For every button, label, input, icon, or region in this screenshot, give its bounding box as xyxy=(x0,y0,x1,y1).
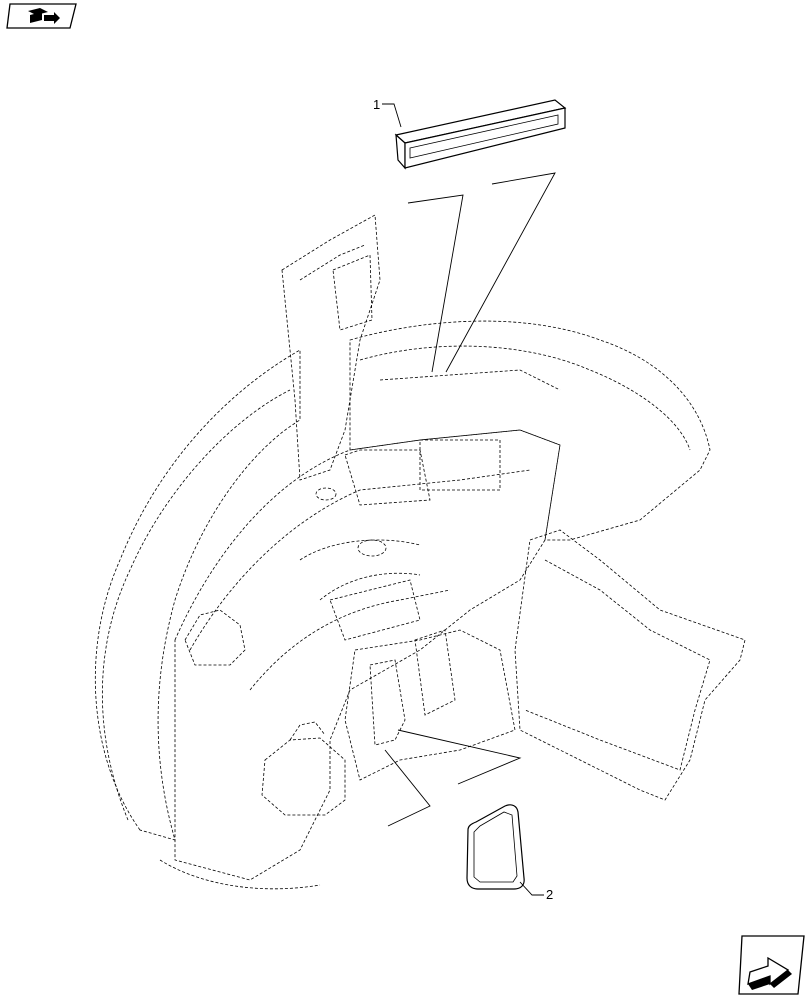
a-pillar xyxy=(281,214,381,481)
right-door-panel xyxy=(514,529,746,801)
lower-centre-panel xyxy=(344,629,516,781)
callout-label-1: 1 xyxy=(373,97,381,112)
upper-right-shell xyxy=(349,320,711,541)
book-arrow-icon xyxy=(6,3,78,29)
front-joystick-boot xyxy=(261,737,346,816)
small-window-opening xyxy=(369,659,406,746)
console-body xyxy=(174,429,561,881)
callout-1-leader xyxy=(382,103,402,128)
left-joystick-boot xyxy=(184,609,246,666)
part-2-seal xyxy=(466,804,525,890)
callout-2-leader xyxy=(519,881,544,896)
part-1-tray xyxy=(394,99,567,170)
left-fender-outline xyxy=(95,349,301,841)
callout-label-2: 2 xyxy=(546,887,554,902)
next-page-arrow-icon[interactable] xyxy=(738,934,806,996)
